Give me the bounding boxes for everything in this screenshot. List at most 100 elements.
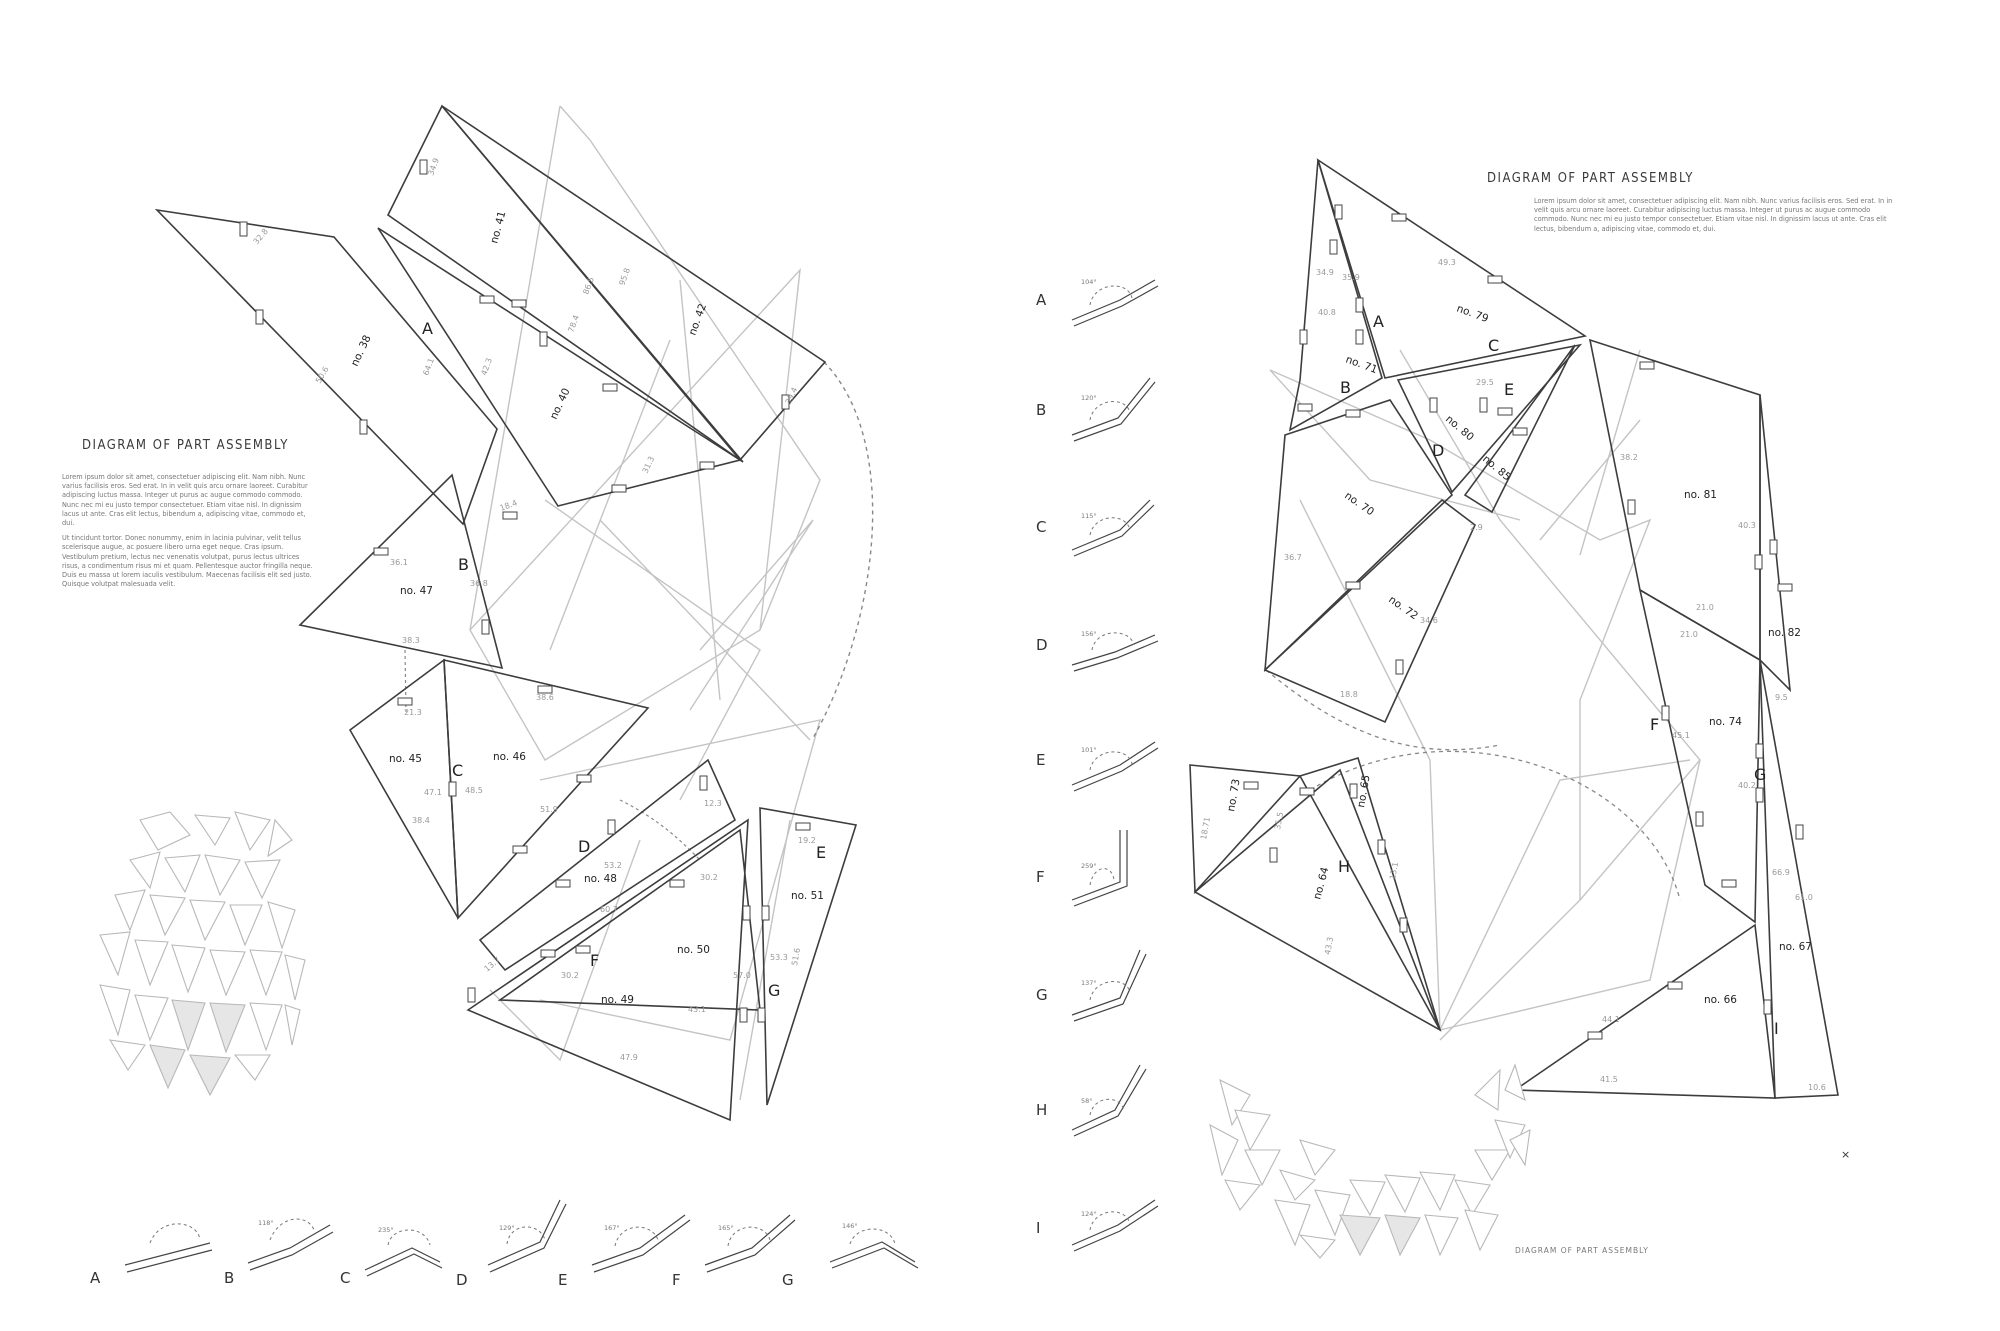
part-no-74[interactable]: [1638, 588, 1761, 924]
part-no-47[interactable]: [298, 473, 504, 670]
part-no-71[interactable]: [1288, 159, 1383, 432]
label-no-80: no. 80: [1443, 413, 1476, 443]
dim: 41.5: [1600, 1075, 1618, 1084]
right-bottom-caption: DIAGRAM OF PART ASSEMBLY: [1515, 1246, 1649, 1255]
left-joint-letter-g: G: [768, 981, 780, 1000]
part-no-80[interactable]: [1396, 343, 1583, 494]
dim: 30.2: [561, 971, 579, 980]
part-no-50[interactable]: [497, 828, 761, 1011]
left-joint-letter-e: E: [816, 843, 826, 862]
label-no-45: no. 45: [389, 753, 422, 765]
svg-text:101°: 101°: [1081, 746, 1097, 754]
dim: 13.1: [1388, 861, 1400, 880]
part-no-40[interactable]: [377, 227, 742, 507]
svg-text:118°: 118°: [258, 1219, 274, 1227]
dim: 18.8: [1340, 690, 1358, 699]
left-assembly-thumbnail: [99, 811, 306, 1097]
svg-text:C: C: [340, 1269, 350, 1287]
right-joint-letter-d: D: [1432, 441, 1444, 460]
right-connector-plates: [1243, 204, 1804, 1040]
right-joint-letter-e: E: [1504, 380, 1514, 399]
right-joint-letter-c: C: [1488, 336, 1499, 355]
svg-text:235°: 235°: [378, 1226, 394, 1234]
dim: 19.2: [798, 836, 816, 845]
label-no-70: no. 70: [1342, 490, 1376, 519]
svg-text:D: D: [456, 1271, 468, 1289]
right-joint-letter-a: A: [1373, 312, 1384, 331]
dim: 51.6: [790, 947, 802, 966]
part-no-67[interactable]: [1759, 659, 1839, 1099]
part-no-48[interactable]: [478, 758, 737, 972]
dim: 38.3: [402, 636, 420, 645]
svg-text:G: G: [1036, 986, 1048, 1004]
svg-text:129°: 129°: [499, 1224, 515, 1232]
dim: 60.7: [600, 905, 618, 914]
dim: 38.6: [536, 693, 554, 702]
dim: 47.9: [620, 1053, 638, 1062]
label-no-38: no. 38: [349, 333, 374, 368]
left-joint-letter-b: B: [458, 555, 469, 574]
svg-text:165°: 165°: [718, 1224, 734, 1232]
left-connector-plates: [239, 159, 811, 1023]
left-paragraph-2: Ut tincidunt tortor. Donec nonummy, enim…: [62, 534, 313, 589]
right-joint-e: E 101°: [1036, 741, 1159, 792]
label-no-41: no. 41: [488, 210, 508, 245]
part-no-72[interactable]: [1263, 498, 1476, 724]
label-no-72: no. 72: [1386, 594, 1420, 623]
right-paragraph: Lorem ipsum dolor sit amet, consectetuer…: [1534, 197, 1893, 233]
part-no-51[interactable]: [759, 807, 858, 1106]
dim: 9.5: [1775, 693, 1788, 702]
right-joint-f: F 259°: [1036, 830, 1128, 907]
svg-text:259°: 259°: [1081, 862, 1097, 870]
part-no-38[interactable]: [154, 208, 498, 526]
right-joint-letter-f: F: [1650, 715, 1659, 734]
svg-text:167°: 167°: [604, 1224, 620, 1232]
left-dashed-arc: [811, 361, 874, 741]
dim: 32.8: [252, 227, 270, 246]
svg-text:D: D: [1036, 636, 1048, 654]
svg-text:115°: 115°: [1081, 512, 1097, 520]
left-joint-row: A B 118° C 235° D 129°: [90, 1199, 919, 1289]
label-no-49: no. 49: [601, 994, 634, 1006]
part-no-64[interactable]: [1193, 768, 1442, 1032]
dim: 78.4: [566, 314, 581, 334]
left-joint-f: F 165°: [672, 1214, 796, 1289]
label-no-47: no. 47: [400, 585, 433, 597]
dim: 34.6: [1420, 616, 1438, 625]
svg-text:104°: 104°: [1081, 278, 1097, 286]
dim: 21.0: [1680, 630, 1698, 639]
part-no-65[interactable]: [1298, 756, 1441, 1031]
part-no-66[interactable]: [1512, 923, 1776, 1099]
label-no-81: no. 81: [1684, 489, 1717, 501]
svg-text:124°: 124°: [1081, 1210, 1097, 1218]
label-no-74: no. 74: [1709, 716, 1742, 728]
right-joint-letter-i: I: [1774, 1019, 1779, 1038]
dim: 2.9: [1470, 523, 1483, 532]
svg-text:C: C: [1036, 518, 1046, 536]
part-no-49[interactable]: [466, 818, 749, 1122]
left-paragraph-1: Lorem ipsum dolor sit amet, consectetuer…: [62, 473, 308, 528]
part-no-79[interactable]: [1316, 158, 1588, 379]
part-no-70[interactable]: [1264, 399, 1454, 673]
label-no-67: no. 67: [1779, 941, 1812, 953]
label-no-73: no. 73: [1225, 778, 1243, 813]
dim: 40.8: [1318, 308, 1336, 317]
close-icon[interactable]: ×: [1841, 1148, 1851, 1161]
dim: 61.0: [1795, 893, 1813, 902]
part-no-41[interactable]: [386, 104, 744, 463]
label-no-71: no. 71: [1344, 354, 1379, 377]
left-joint-letter-c: C: [452, 761, 463, 780]
part-no-81[interactable]: [1588, 338, 1761, 662]
part-no-73[interactable]: [1189, 764, 1302, 894]
svg-text:G: G: [782, 1271, 794, 1289]
left-joint-g: G 146°: [782, 1222, 919, 1289]
part-no-85[interactable]: [1463, 344, 1576, 514]
part-no-42[interactable]: [441, 105, 827, 462]
label-no-46: no. 46: [493, 751, 526, 763]
label-no-65: no. 65: [1355, 774, 1373, 809]
dim: 10.6: [1808, 1083, 1826, 1092]
dim: 57.0: [733, 971, 751, 980]
dim: 38.2: [1620, 453, 1638, 462]
right-assembly-thumbnail: [1209, 1063, 1531, 1259]
